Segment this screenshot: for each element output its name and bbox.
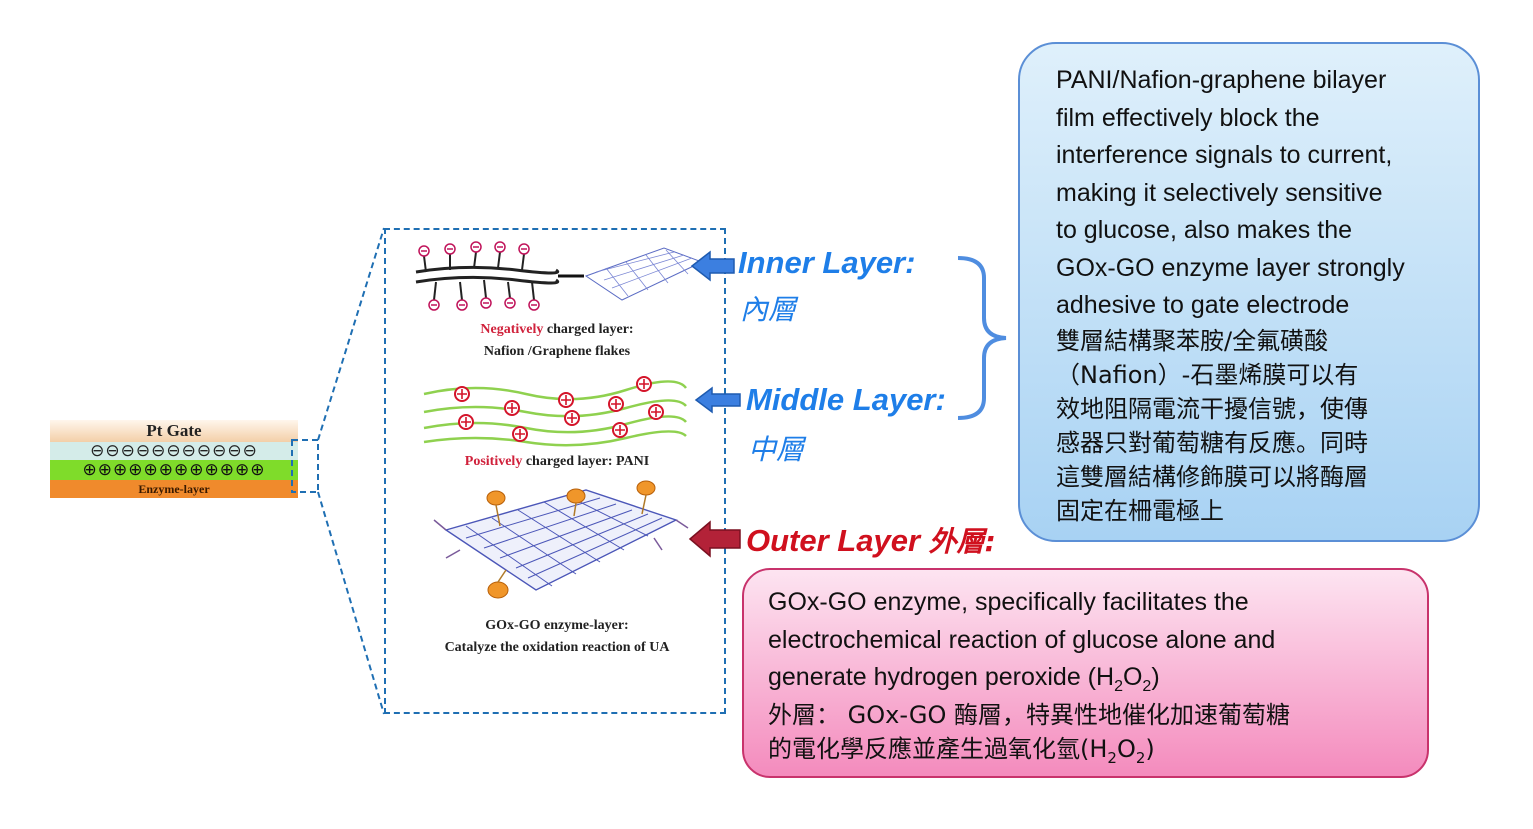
pt-gate-layer: Pt Gate — [50, 420, 298, 442]
bilayer-description-box: PANI/Nafion-graphene bilayer film effect… — [1018, 42, 1480, 542]
bracket-icon — [957, 256, 1007, 420]
middle-arrow-icon — [694, 386, 741, 414]
negative-layer: ⊖⊖⊖⊖⊖⊖⊖⊖⊖⊖⊖ — [50, 442, 298, 460]
enzyme-layer: Enzyme-layer — [50, 480, 298, 498]
inner-layer-label-zh: 內層 — [740, 293, 797, 326]
positive-layer: ⊕⊕⊕⊕⊕⊕⊕⊕⊕⊕⊕⊕ — [50, 460, 298, 480]
inner-caption: Negatively charged layer: — [480, 322, 634, 337]
outer-layer-label: Outer Layer 外層: — [746, 523, 996, 558]
bilayer-description-zh: 雙層結構聚苯胺/全氟磺酸 （Nafion）-石墨烯膜可以有 效地阻隔電流干擾信號… — [1056, 327, 1368, 525]
zoom-panel: Negatively charged layer: Nafion /Graphe… — [384, 228, 726, 714]
middle-layer-label: Middle Layer: — [746, 382, 946, 417]
inner-arrow-icon — [690, 250, 735, 282]
zoom-source-box — [291, 439, 319, 493]
enzyme-description-en: GOx-GO enzyme, specifically facilitates … — [768, 588, 1276, 695]
zoom-line-top — [317, 227, 385, 441]
middle-layer-label-zh: 中層 — [748, 433, 805, 466]
outer-caption-line1: GOx-GO enzyme-layer: — [485, 618, 629, 633]
bilayer-description-en: PANI/Nafion-graphene bilayer film effect… — [1056, 66, 1405, 319]
zoom-line-bottom — [317, 491, 385, 715]
gox-go-illustration — [433, 480, 689, 599]
outer-caption-line2: Catalyze the oxidation reaction of UA — [444, 640, 670, 655]
inner-caption-line2: Nafion /Graphene flakes — [483, 344, 631, 359]
pani-illustration — [423, 376, 688, 447]
inner-layer-label: Inner Layer: — [738, 245, 916, 280]
enzyme-description-box: GOx-GO enzyme, specifically facilitates … — [742, 568, 1429, 778]
outer-arrow-icon — [688, 520, 741, 558]
enzyme-description-zh: 外層： GOx-GO 酶層，特異性地催化加速葡萄糖 的電化學反應並產生過氧化氫(… — [768, 701, 1290, 767]
nafion-graphene-illustration — [415, 241, 704, 311]
middle-caption: Positively charged layer: PANI — [464, 454, 650, 469]
